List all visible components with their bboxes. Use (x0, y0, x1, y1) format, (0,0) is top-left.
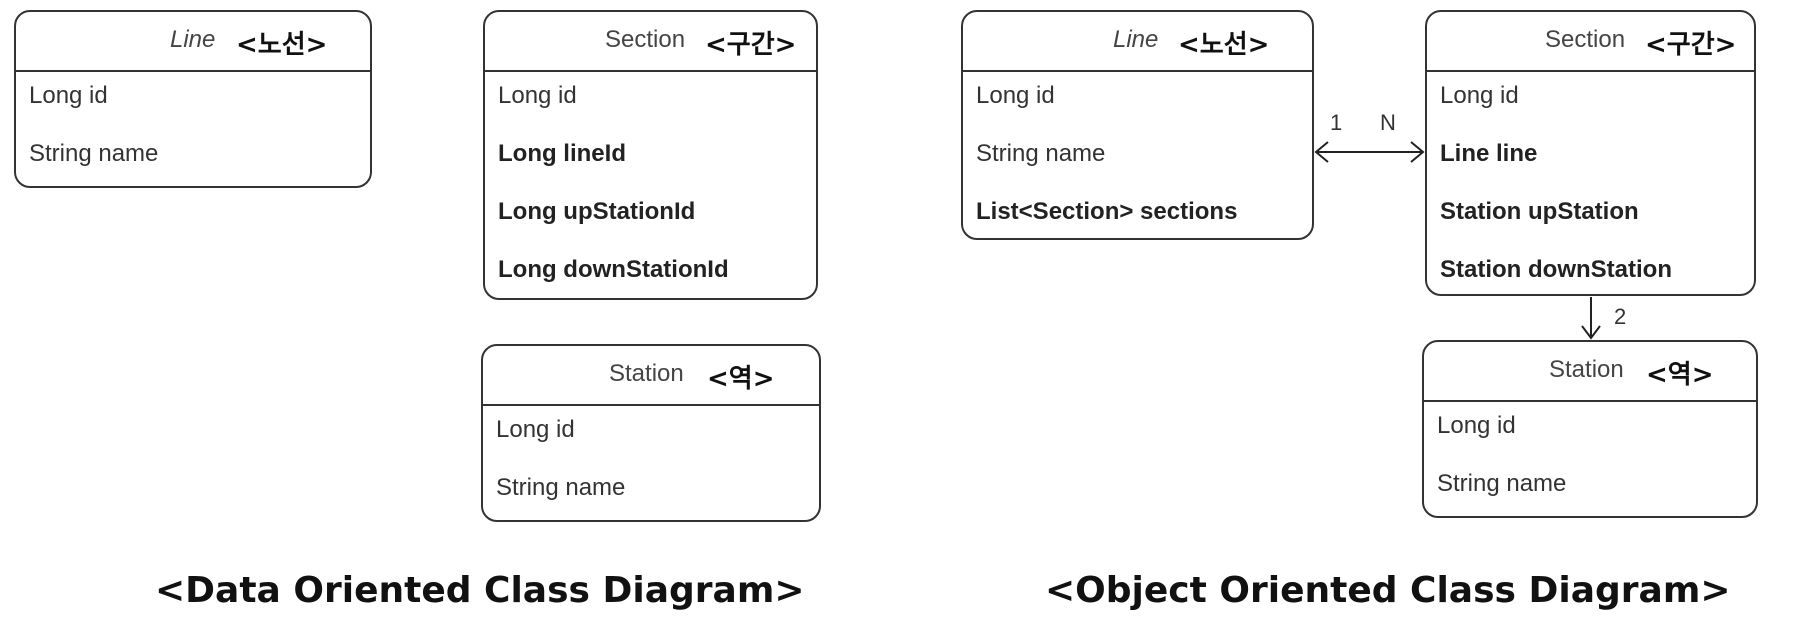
class-name: Station (1549, 356, 1624, 383)
class-field: Line line (1440, 140, 1538, 167)
class-field: Long downStationId (498, 256, 729, 283)
class-header: Station <역> (1424, 342, 1756, 402)
class-name: Section (605, 26, 686, 53)
arrowhead-down (1581, 325, 1601, 340)
class-field: Long id (976, 82, 1055, 109)
class-header: Station <역> (483, 346, 819, 406)
class-field: Long lineId (498, 140, 626, 167)
class-field: List<Section> sections (976, 198, 1238, 225)
class-field: Long id (498, 82, 577, 109)
class-field: String name (976, 140, 1106, 167)
class-header: Section <구간> (485, 12, 816, 72)
multiplicity-station: 2 (1614, 304, 1627, 329)
data-station-class: Station <역> Long id String name (481, 344, 821, 522)
class-field: Long id (29, 82, 108, 109)
class-field: Long id (1440, 82, 1519, 109)
data-diagram-caption: <Data Oriented Class Diagram> (155, 570, 805, 611)
arrowhead-right (1410, 141, 1425, 163)
class-korean-name: <노선> (236, 30, 328, 60)
class-name: Station (609, 360, 684, 387)
data-section-class: Section <구간> Long id Long lineId Long up… (483, 10, 818, 300)
class-header: Section <구간> (1427, 12, 1754, 72)
multiplicity-line-end: 1 (1330, 110, 1343, 135)
class-korean-name: <노선> (1178, 30, 1270, 60)
class-korean-name: <역> (707, 364, 775, 394)
class-name: Line (170, 26, 216, 53)
class-header: Line <노선> (16, 12, 370, 72)
data-line-class: Line <노선> Long id String name (14, 10, 372, 188)
object-line-class: Line <노선> Long id String name List<Secti… (961, 10, 1314, 240)
object-section-class: Section <구간> Long id Line line Station u… (1425, 10, 1756, 296)
class-field: String name (496, 474, 626, 501)
multiplicity-section-end: N (1380, 110, 1396, 135)
class-name: Line (1113, 26, 1159, 53)
class-name: Section (1545, 26, 1626, 53)
class-field: Long id (1437, 412, 1516, 439)
object-station-class: Station <역> Long id String name (1422, 340, 1758, 518)
class-field: Station upStation (1440, 198, 1639, 225)
class-field: Long id (496, 416, 575, 443)
class-field: Long upStationId (498, 198, 696, 225)
class-korean-name: <역> (1646, 360, 1714, 390)
class-field: String name (29, 140, 159, 167)
class-korean-name: <구간> (1645, 30, 1737, 60)
class-korean-name: <구간> (705, 30, 797, 60)
arrowhead-left (1314, 141, 1329, 163)
class-header: Line <노선> (963, 12, 1312, 72)
class-field: Station downStation (1440, 256, 1672, 283)
object-diagram-caption: <Object Oriented Class Diagram> (1045, 570, 1731, 611)
class-field: String name (1437, 470, 1567, 497)
